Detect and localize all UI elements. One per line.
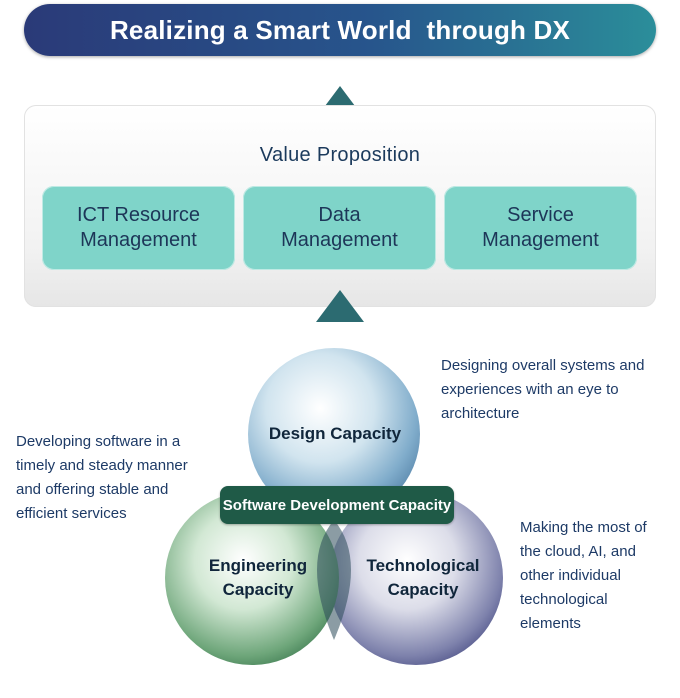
engineering-capacity-line1: Engineering <box>208 556 308 575</box>
description-line: technological <box>520 591 608 608</box>
technological-capacity-line2: Capacity <box>387 580 459 599</box>
box-label-line1: ICT Resource <box>76 204 200 226</box>
description-line: the cloud, AI, and <box>520 543 636 560</box>
technological-capacity-line1: Technological <box>366 556 480 575</box>
service-management-box: Service Management <box>444 186 637 270</box>
overlap-region <box>317 520 351 640</box>
up-arrow-icon <box>316 290 364 322</box>
technological-capacity-label: Technological Capacity <box>348 554 498 602</box>
box-label-line2: Management <box>281 229 398 251</box>
box-label-line2: Management <box>80 229 197 251</box>
description-line: efficient services <box>16 505 127 522</box>
engineering-capacity-description: Developing software in a timely and stea… <box>16 430 216 526</box>
description-line: experiences with an eye to <box>441 381 619 398</box>
description-line: Making the most of <box>520 519 647 536</box>
box-label-line2: Management <box>482 229 599 251</box>
technological-capacity-sphere <box>329 491 503 665</box>
description-line: timely and steady manner <box>16 457 188 474</box>
description-line: Designing overall systems and <box>441 357 645 374</box>
box-label-line1: Service <box>507 204 574 226</box>
description-line: and offering stable and <box>16 481 169 498</box>
software-development-capacity-badge: Software Development Capacity <box>220 486 454 524</box>
design-capacity-label: Design Capacity <box>268 424 402 443</box>
description-line: Developing software in a <box>16 433 181 450</box>
value-proposition-title: Value Proposition <box>259 144 421 166</box>
technological-capacity-description: Making the most of the cloud, AI, and ot… <box>520 516 675 636</box>
engineering-capacity-label: Engineering Capacity <box>188 554 328 602</box>
design-capacity-sphere <box>248 348 420 520</box>
data-management-box: Data Management <box>243 186 436 270</box>
design-capacity-description: Designing overall systems and experience… <box>441 354 676 426</box>
engineering-capacity-sphere <box>165 491 339 665</box>
engineering-capacity-line2: Capacity <box>222 580 294 599</box>
description-line: elements <box>520 615 581 632</box>
description-line: other individual <box>520 567 621 584</box>
box-label-line1: Data <box>318 204 361 226</box>
page-title-banner: Realizing a Smart World through DX <box>24 4 656 56</box>
ict-resource-management-box: ICT Resource Management <box>42 186 235 270</box>
description-line: architecture <box>441 405 520 422</box>
